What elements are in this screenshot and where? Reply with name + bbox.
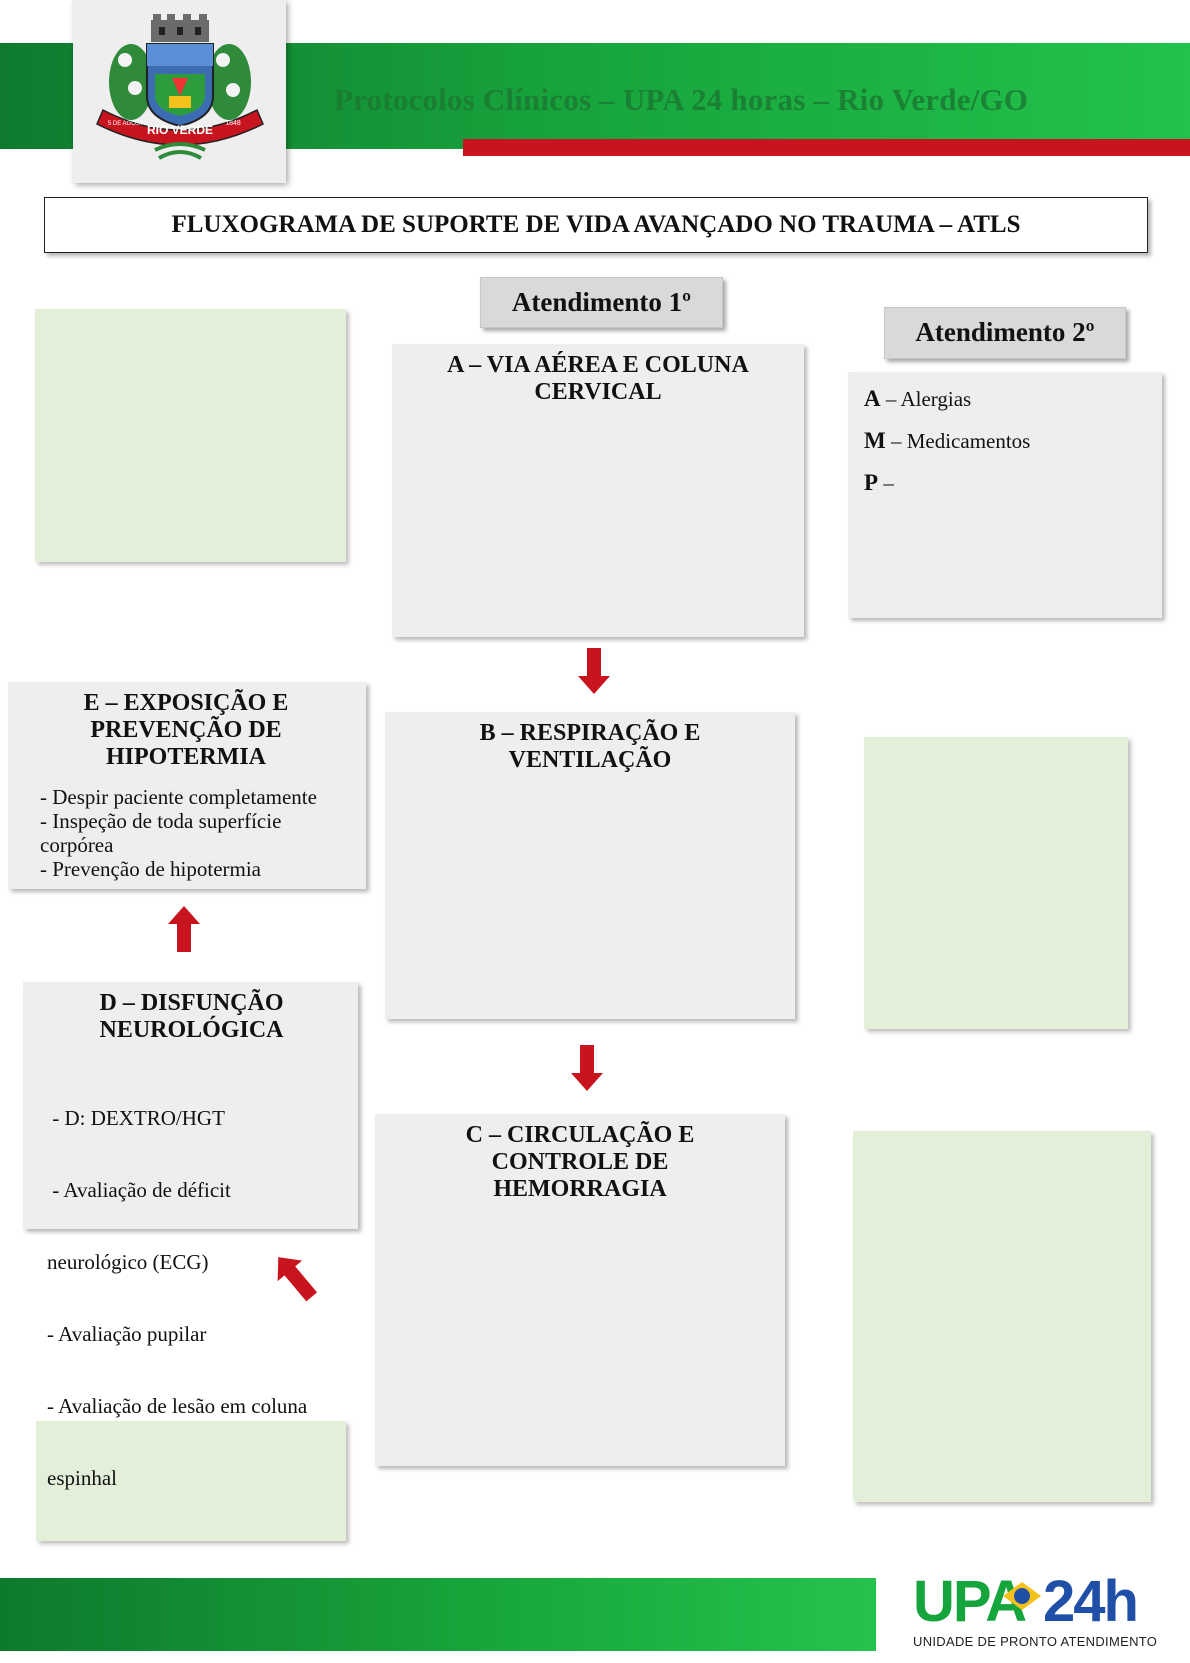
- panel-b-title-line2: VENTILAÇÃO: [508, 747, 672, 773]
- panel-e-item: - Prevenção de hipotermia: [40, 857, 261, 881]
- green-panel-top-left: [35, 309, 346, 562]
- green-panel-bottom-right: [853, 1131, 1151, 1502]
- green-panel-bottom-left: [36, 1421, 346, 1541]
- panel-c-circulation: C – CIRCULAÇÃO E CONTROLE DE HEMORRAGIA: [375, 1114, 785, 1466]
- arrow-up-d-to-e-icon: [168, 906, 200, 952]
- logo-upa-text: UPA: [913, 1569, 1027, 1634]
- panel-e-item: - Despir paciente completamente: [40, 785, 317, 809]
- panel-d-title-line1: D – DISFUNÇÃO: [99, 990, 284, 1016]
- panel-b-title-line1: B – RESPIRAÇÃO E: [479, 720, 701, 746]
- city-crest: RIO VERDE 5 DE AGOSTO 1848: [73, 0, 286, 183]
- logo-subtitle: UNIDADE DE PRONTO ATENDIMENTO: [913, 1634, 1158, 1649]
- crest-icon: RIO VERDE 5 DE AGOSTO 1848: [96, 14, 264, 160]
- stage-primary-label: Atendimento 1º: [480, 277, 723, 328]
- panel-e-title-line1: E – EXPOSIÇÃO E: [83, 690, 289, 716]
- green-panel-mid-right: [864, 737, 1128, 1029]
- panel-e-item: - Inspeção de toda superfície: [40, 809, 282, 833]
- panel-d-item: - Avaliação de déficit: [47, 1178, 231, 1202]
- arrow-down-a-to-b-icon: [578, 648, 610, 694]
- panel-e-item: corpórea: [40, 833, 114, 857]
- ampla-item-allergies: A – Alergias: [864, 386, 972, 411]
- panel-d-item: - D: DEXTRO/HGT: [47, 1106, 225, 1130]
- panel-d-item: - Avaliação pupilar: [47, 1322, 207, 1346]
- panel-c-title-line3: HEMORRAGIA: [493, 1176, 667, 1202]
- panel-a-title-line1: A – VIA AÉREA E COLUNA: [447, 352, 749, 378]
- crest-banner-center: RIO VERDE: [147, 123, 213, 137]
- panel-c-title-line2: CONTROLE DE: [491, 1149, 669, 1175]
- panel-e-title-line3: HIPOTERMIA: [105, 744, 266, 770]
- panel-d-item: - Avaliação de lesão em coluna: [47, 1394, 308, 1418]
- arrow-down-b-to-c-icon: [571, 1045, 603, 1091]
- brazil-flag-icon: [1003, 1582, 1041, 1610]
- ampla-item-medications: M – Medicamentos: [864, 428, 1031, 453]
- header-red-band: [463, 139, 1190, 156]
- stage-secondary-label: Atendimento 2º: [884, 307, 1126, 359]
- logo-24h-text: 24h: [1043, 1569, 1139, 1634]
- panel-a-title-line2: CERVICAL: [534, 379, 662, 405]
- header-title: Protocolos Clínicos – UPA 24 horas – Rio…: [334, 82, 1029, 117]
- panel-a-airway: A – VIA AÉREA E COLUNA CERVICAL: [392, 344, 804, 637]
- panel-d-title-line2: NEUROLÓGICA: [99, 1017, 284, 1043]
- main-title: FLUXOGRAMA DE SUPORTE DE VIDA AVANÇADO N…: [44, 197, 1148, 253]
- panel-d-neurological: D – DISFUNÇÃO NEUROLÓGICA - D: DEXTRO/HG…: [23, 982, 358, 1490]
- footer-green-band: [0, 1578, 876, 1651]
- panel-e-exposure: E – EXPOSIÇÃO E PREVENÇÃO DE HIPOTERMIA …: [8, 682, 366, 889]
- panel-b-breathing: B – RESPIRAÇÃO E VENTILAÇÃO: [385, 712, 795, 1019]
- crest-banner-right: 1848: [225, 120, 241, 127]
- ampla-item-past: P –: [864, 470, 894, 495]
- crest-banner-left: 5 DE AGOSTO: [108, 121, 149, 127]
- arrow-diagonal-c-to-d-icon: [277, 1257, 318, 1302]
- panel-e-title-line2: PREVENÇÃO DE: [90, 717, 282, 743]
- panel-c-title-line1: C – CIRCULAÇÃO E: [465, 1122, 695, 1148]
- panel-d-item: espinhal: [47, 1466, 117, 1490]
- panel-d-item: neurológico (ECG): [47, 1250, 209, 1274]
- panel-ampla-history: A – Alergias M – Medicamentos P –: [848, 372, 1162, 618]
- upa24h-logo: UPA 24h UNIDADE DE PRONTO ATENDIMENTO: [913, 1572, 1173, 1652]
